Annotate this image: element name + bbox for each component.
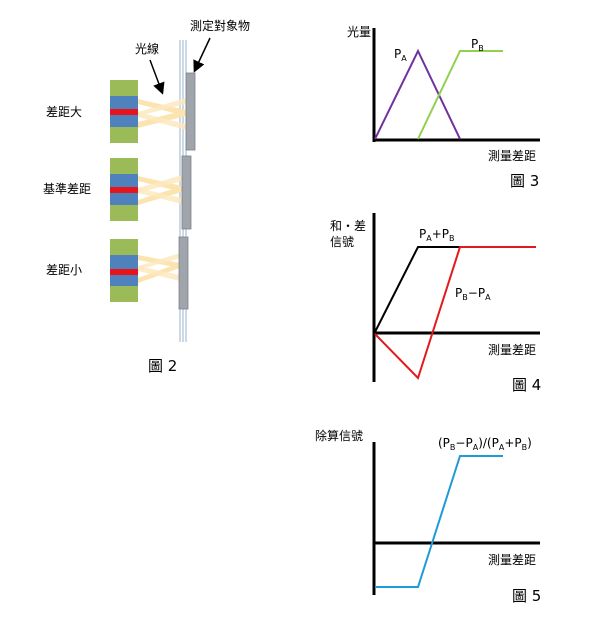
- figure-4: 和・差 信號 測量差距 PA+PB PB−PA 圖 4: [330, 213, 541, 394]
- y-axis-label-line2: 信號: [330, 235, 354, 249]
- row-label: 基準差距: [43, 181, 91, 196]
- x-axis-label: 測量差距: [488, 149, 536, 163]
- y-axis-label-line1: 和・差: [330, 219, 366, 233]
- row-large-gap: 差距大: [46, 72, 196, 151]
- object-block: [185, 72, 196, 151]
- sensor-green-bottom: [110, 205, 138, 221]
- figure-3: 光量 測量差距 PA PB 圖 3: [347, 25, 540, 190]
- series-PA-line: [374, 48, 461, 140]
- x-axis-label: 測量差距: [488, 343, 536, 357]
- y-axis-label: 除算信號: [315, 428, 363, 443]
- figure-caption: 圖 3: [510, 172, 539, 190]
- light-beam-lower-return: [138, 188, 182, 204]
- emitter-red: [110, 187, 138, 193]
- row-label: 差距小: [46, 263, 82, 277]
- ratio-series-line: [375, 455, 503, 588]
- sensor-green-top: [110, 80, 138, 96]
- light-beam-lower-return: [138, 266, 180, 281]
- ratio-series-label: (PB−PA)/(PA+PB): [438, 436, 532, 452]
- figure-2: 差距大 基準差距 差距小 測定: [43, 18, 250, 375]
- light-beam-upper-return: [138, 253, 180, 270]
- sensor-green-bottom: [110, 286, 138, 302]
- figure-caption: 圖 5: [512, 587, 541, 605]
- sensor-green-bottom: [110, 127, 138, 143]
- x-axis-label: 測量差距: [488, 553, 536, 567]
- object-arrow: [193, 37, 211, 73]
- light-beam-upper-return: [138, 98, 186, 116]
- object-block: [178, 236, 189, 310]
- figure-caption: 圖 4: [512, 376, 541, 394]
- light-beam-upper-return: [138, 175, 182, 193]
- sensor-green-top: [110, 239, 138, 255]
- series-PB-line: [417, 50, 503, 140]
- diff-series-line: [374, 246, 536, 380]
- row-reference-gap: 基準差距: [43, 155, 192, 230]
- sum-series-label: PA+PB: [419, 227, 455, 243]
- series-PB-label: PB: [471, 37, 484, 53]
- y-axis-label: 光量: [347, 25, 371, 39]
- series-PA-label: PA: [394, 47, 407, 63]
- diff-series-label: PB−PA: [455, 286, 491, 302]
- row-small-gap: 差距小: [46, 236, 189, 310]
- emitter-red: [110, 109, 138, 115]
- object-block: [181, 155, 192, 230]
- object-label: 測定對象物: [190, 18, 250, 33]
- light-arrow: [149, 59, 165, 95]
- light-label: 光線: [135, 41, 159, 56]
- light-beam-lower-return: [138, 112, 186, 130]
- figure-caption: 圖 2: [148, 357, 177, 375]
- figure-5: 除算信號 測量差距 (PB−PA)/(PA+PB) 圖 5: [315, 428, 541, 605]
- emitter-red: [110, 269, 138, 275]
- sensor-green-top: [110, 158, 138, 174]
- row-label: 差距大: [46, 105, 82, 119]
